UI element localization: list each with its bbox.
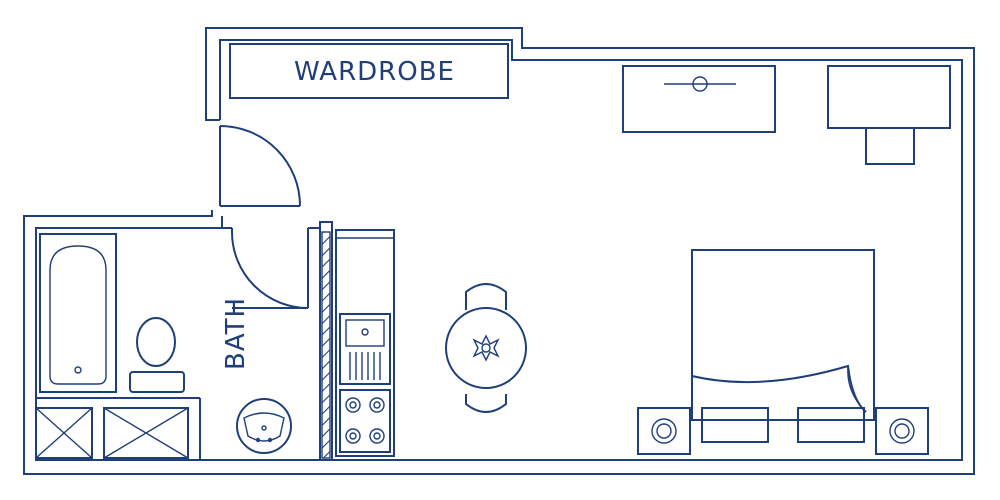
- nightstand-left: [637, 407, 691, 455]
- cooktop: [339, 389, 391, 453]
- storage-cabinet-left: [35, 407, 93, 459]
- bed: [637, 249, 929, 455]
- kitchenette: [335, 229, 395, 457]
- bathtub: [39, 233, 117, 393]
- desk-center: [622, 65, 776, 133]
- nightstand-right: [875, 407, 929, 455]
- desk-right: [827, 65, 951, 165]
- bathroom: BATH: [35, 221, 333, 461]
- toilet: [129, 317, 185, 393]
- dining-table: [445, 283, 527, 413]
- kitchen-sink: [339, 313, 391, 385]
- sink: [236, 398, 292, 454]
- flower-decoration-icon: [472, 334, 500, 362]
- exterior-walls: [23, 27, 975, 475]
- wardrobe: WARDROBE: [229, 43, 509, 99]
- wardrobe-label: WARDROBE: [294, 57, 455, 87]
- entrance-door: [219, 125, 301, 207]
- bath-label: BATH: [221, 297, 251, 370]
- storage-cabinet-right: [103, 407, 189, 459]
